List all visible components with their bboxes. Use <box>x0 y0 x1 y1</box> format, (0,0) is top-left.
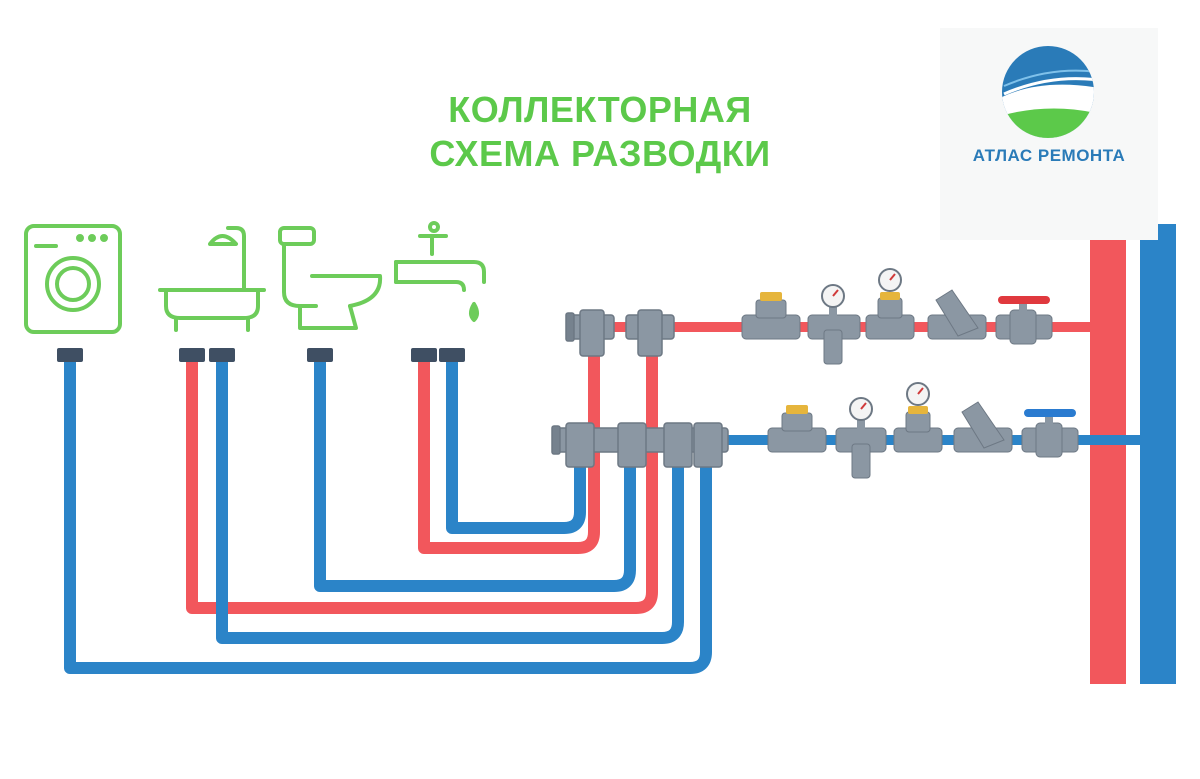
hot-pressure-gauge-1 <box>807 284 861 365</box>
washing-machine-icon <box>24 224 122 334</box>
hot-water-meter <box>741 292 801 340</box>
cold-water-meter <box>767 405 827 453</box>
pipe-cap <box>57 348 83 362</box>
pipe-faucet-hot <box>418 348 600 554</box>
pipe-cap <box>179 348 205 362</box>
pipe-cap <box>439 348 465 362</box>
hot-pressure-gauge-2 <box>865 268 915 340</box>
faucet-icon <box>394 221 486 322</box>
title-line-1: КОЛЛЕКТОРНАЯ <box>448 89 752 130</box>
pipe-cap <box>209 348 235 362</box>
pipe-toilet-cold <box>314 358 636 592</box>
cold-ball-valve <box>1021 409 1079 458</box>
pipe-bath-cold <box>216 358 684 644</box>
cold-manifold <box>551 422 729 468</box>
toilet-icon <box>278 226 383 330</box>
cold-pressure-gauge-2 <box>893 382 943 453</box>
cold-pressure-gauge-1 <box>835 397 887 479</box>
diagram-title: КОЛЛЕКТОРНАЯ СХЕМА РАЗВОДКИ <box>400 88 800 176</box>
cold-water-riser <box>1140 224 1176 684</box>
bathtub-icon <box>158 226 266 332</box>
brand-logo-block: АТЛАС РЕМОНТА <box>940 28 1158 240</box>
hot-ball-valve <box>995 296 1053 345</box>
pipe-bath-hot <box>186 348 658 614</box>
pipe-cap <box>411 348 437 362</box>
hot-water-riser <box>1090 224 1126 684</box>
title-line-2: СХЕМА РАЗВОДКИ <box>429 133 771 174</box>
hot-manifold <box>565 309 675 357</box>
brand-logo-icon <box>1002 46 1094 138</box>
hot-strainer-filter <box>927 289 987 340</box>
pipe-cap <box>307 348 333 362</box>
pipe-faucet-cold <box>446 358 586 534</box>
cold-strainer-filter <box>953 401 1013 453</box>
pipe-washer-cold <box>64 358 712 674</box>
brand-name: АТЛАС РЕМОНТА <box>972 146 1126 165</box>
